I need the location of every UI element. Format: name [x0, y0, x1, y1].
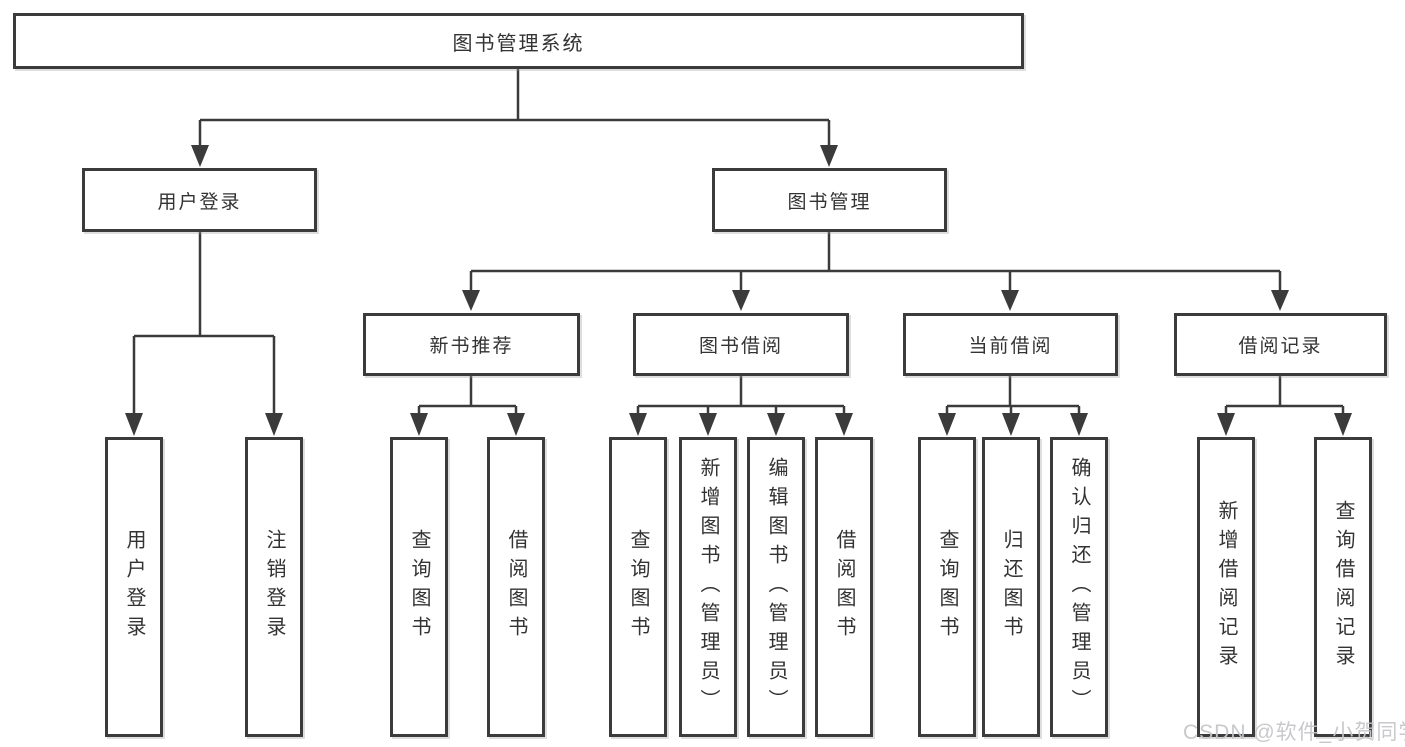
- node-new-book-recommend: 新书推荐: [363, 313, 580, 376]
- node-user-login: 用户登录: [82, 168, 317, 232]
- connector-new-book-branch: [417, 375, 518, 416]
- node-label: 当前借阅: [968, 336, 1053, 357]
- connector-book-borrow-branch: [636, 375, 846, 416]
- node-borrow-records: 借阅记录: [1174, 313, 1387, 376]
- connector-root: [198, 68, 831, 148]
- connector-borrow-records-branch: [1224, 375, 1345, 416]
- node-label: 图书管理: [787, 191, 872, 213]
- node-leaf-borrow-books: 借阅图书: [815, 437, 873, 737]
- connector-user-login-branch: [132, 231, 276, 416]
- node-leaf-query-borrow-record: 查询借阅记录: [1314, 437, 1372, 737]
- node-label: 查询借阅记录: [1332, 500, 1354, 674]
- node-label: 用户登录: [157, 191, 242, 213]
- connector-current-borrow-branch: [945, 375, 1081, 416]
- node-book-management: 图书管理: [712, 168, 947, 232]
- node-leaf-confirm-return-admin: 确认归还（管理员）: [1050, 437, 1108, 737]
- node-leaf-logout: 注销登录: [245, 437, 303, 737]
- node-label: 新增图书（管理员）: [697, 456, 719, 718]
- node-label: 确认归还（管理员）: [1068, 456, 1090, 718]
- node-label: 借阅记录: [1238, 336, 1323, 357]
- watermark: CSDN @软件_小贺同学: [1183, 721, 1405, 744]
- node-leaf-edit-book-admin: 编辑图书（管理员）: [747, 437, 805, 737]
- node-leaf-query-books-borrow: 查询图书: [609, 437, 667, 737]
- node-leaf-return-book: 归还图书: [982, 437, 1040, 737]
- node-label: 编辑图书（管理员）: [765, 456, 787, 718]
- arrowheads: [125, 145, 1352, 436]
- node-label: 图书借阅: [698, 336, 783, 357]
- node-label: 借阅图书: [833, 529, 855, 645]
- node-current-borrow: 当前借阅: [903, 313, 1118, 376]
- node-label: 查询图书: [627, 529, 649, 645]
- node-label: 注销登录: [263, 529, 285, 645]
- node-leaf-query-books-recommend: 查询图书: [390, 437, 448, 737]
- node-label: 图书管理系统: [452, 32, 585, 55]
- node-leaf-add-borrow-record: 新增借阅记录: [1197, 437, 1255, 737]
- node-label: 查询图书: [936, 529, 958, 645]
- node-label: 借阅图书: [505, 529, 527, 645]
- node-leaf-add-book-admin: 新增图书（管理员）: [679, 437, 737, 737]
- node-leaf-borrow-books-recommend: 借阅图书: [487, 437, 545, 737]
- node-label: 新书推荐: [429, 336, 514, 357]
- node-label: 用户登录: [123, 529, 145, 645]
- node-label: 归还图书: [1000, 529, 1022, 645]
- connector-book-management-branch: [469, 231, 1282, 293]
- node-leaf-user-login: 用户登录: [105, 437, 163, 737]
- node-leaf-query-books-current: 查询图书: [918, 437, 976, 737]
- node-label: 新增借阅记录: [1215, 500, 1237, 674]
- node-label: 查询图书: [408, 529, 430, 645]
- node-book-borrow: 图书借阅: [633, 313, 849, 376]
- node-root: 图书管理系统: [13, 13, 1024, 69]
